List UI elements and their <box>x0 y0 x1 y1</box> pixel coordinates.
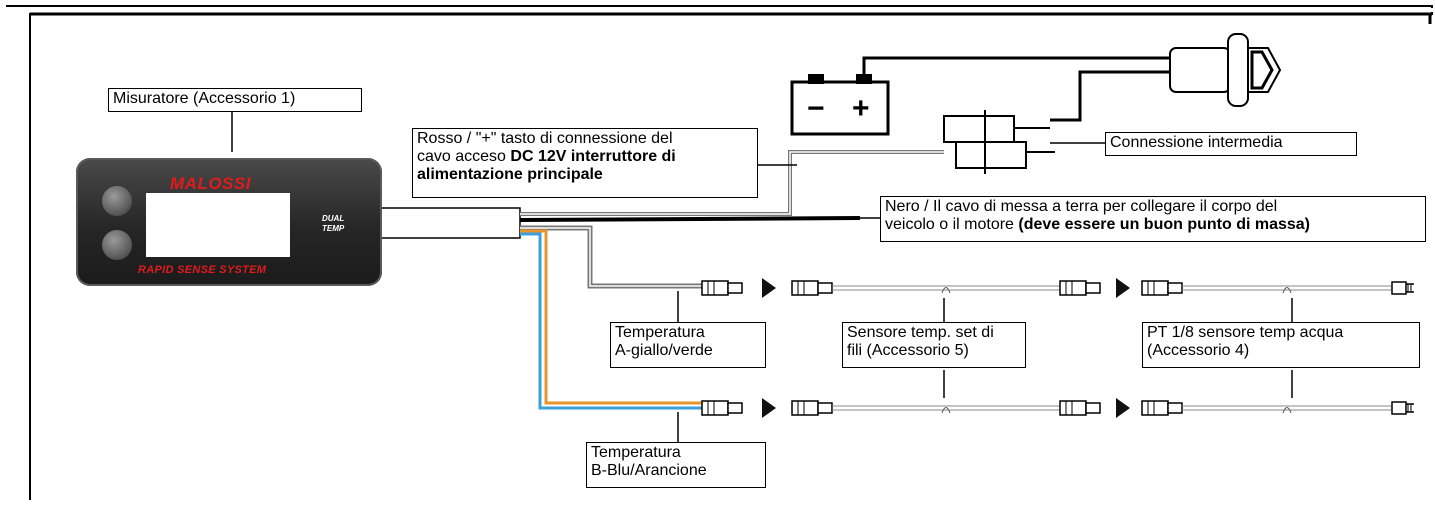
wire-temp-b-blue <box>520 232 702 410</box>
meter-display <box>146 193 290 257</box>
malossi-meter-device: MALOSSI RAPID SENSE SYSTEM DUAL TEMP <box>76 158 382 286</box>
set-plug-right-row-a <box>1059 280 1101 296</box>
meter-button-bottom[interactable] <box>102 230 132 260</box>
label-ground-line2-normal: veicolo o il motore <box>885 216 1019 233</box>
label-red-plus-line3-bold: alimentazione principale <box>417 166 603 183</box>
device-dual: DUAL <box>322 214 345 223</box>
set-plug-left-row-a <box>791 280 833 296</box>
connector-plug-row-a <box>701 280 743 296</box>
label-red-plus: Rosso / "+" tasto di connessione del cav… <box>412 128 758 198</box>
intermediate-connector-icon <box>943 110 1055 174</box>
label-ground: Nero / Il cavo di messa a terra per coll… <box>880 196 1426 242</box>
label-ground-line1: Nero / Il cavo di messa a terra per coll… <box>885 198 1278 215</box>
battery: − + <box>790 74 890 136</box>
connector-row-a <box>701 278 1414 298</box>
label-temp-b: Temperatura B-Blu/Arancione <box>586 442 766 488</box>
device-subbrand: RAPID SENSE SYSTEM <box>138 264 267 276</box>
battery-minus: − <box>807 92 825 125</box>
pt-plug-row-a <box>1141 280 1183 296</box>
label-sensor-set-line1: Sensore temp. set di <box>847 324 994 341</box>
label-sensor-set-line2: fili (Accessorio 5) <box>847 342 969 359</box>
label-sensor-set: Sensore temp. set di fili (Accessorio 5) <box>842 322 1026 368</box>
arrow-icon-2-row-b <box>1116 398 1130 418</box>
label-ground-line2-bold: (deve essere un buon punto di massa) <box>1018 216 1311 233</box>
device-brand: MALOSSI <box>170 174 251 193</box>
label-temp-a-line2: A-giallo/verde <box>615 342 713 359</box>
wire-battery-key <box>862 56 1175 76</box>
label-temp-a-line1: Temperatura <box>615 324 705 341</box>
label-temp-b-line2: B-Blu/Arancione <box>591 462 707 479</box>
set-cable-row-b <box>832 405 1060 414</box>
device-temp: TEMP <box>322 224 345 233</box>
label-pt-sensor-line1: PT 1/8 sensore temp acqua <box>1147 324 1344 341</box>
battery-plus: + <box>852 92 870 125</box>
meter-button-top[interactable] <box>102 186 132 216</box>
ignition-key-icon <box>1169 33 1282 107</box>
arrow-icon-1-row-b <box>762 398 776 418</box>
label-pt-sensor: PT 1/8 sensore temp acqua (Accessorio 4) <box>1142 322 1420 368</box>
label-temp-a: Temperatura A-giallo/verde <box>610 322 766 368</box>
pt-plug-row-b <box>1141 400 1183 416</box>
set-cable-row-a <box>832 285 1060 294</box>
cable-sleeve <box>379 207 521 239</box>
wire-temp-b-orange <box>520 229 702 405</box>
label-meter: Misuratore (Accessorio 1) <box>108 88 362 112</box>
pt-cable-row-b <box>1182 405 1392 414</box>
label-intermediate: Connessione intermedia <box>1105 132 1357 156</box>
pt-probe-icon-row-b <box>1391 401 1414 415</box>
arrow-icon-1-row-a <box>762 278 776 298</box>
label-red-plus-line1: Rosso / "+" tasto di connessione del <box>417 130 673 147</box>
label-red-plus-line2-bold: DC 12V interruttore di <box>510 148 676 165</box>
wire-ground <box>519 216 861 222</box>
set-plug-right-row-b <box>1059 400 1101 416</box>
connector-plug-row-b <box>701 400 743 416</box>
label-red-plus-line2: cavo acceso DC 12V interruttore di <box>417 148 753 166</box>
label-red-plus-line3: alimentazione principale <box>417 166 753 184</box>
device-dual-temp: DUAL TEMP <box>322 214 344 234</box>
arrow-icon-2-row-a <box>1116 278 1130 298</box>
set-plug-left-row-b <box>791 400 833 416</box>
pt-cable-row-a <box>1182 285 1392 294</box>
label-pt-sensor-line2: (Accessorio 4) <box>1147 342 1250 359</box>
label-ground-line2: veicolo o il motore (deve essere un buon… <box>885 216 1421 234</box>
label-red-plus-line2-normal: cavo acceso <box>417 148 511 165</box>
wire-key-connector <box>1050 70 1175 122</box>
pt-probe-icon-row-a <box>1391 281 1414 295</box>
connector-row-b <box>701 398 1414 418</box>
label-temp-b-line1: Temperatura <box>591 444 681 461</box>
